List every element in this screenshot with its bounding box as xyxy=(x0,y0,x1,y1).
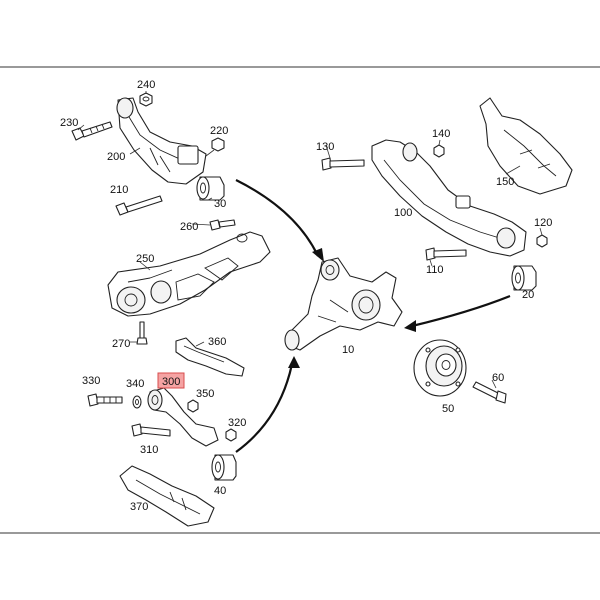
nut-120 xyxy=(536,234,548,248)
bolt-210 xyxy=(115,195,163,216)
label-100[interactable]: 100 xyxy=(394,207,412,219)
upper-control-arm-200 xyxy=(116,97,207,185)
highlight-box-300 xyxy=(157,372,185,389)
label-20[interactable]: 20 xyxy=(522,289,534,301)
washer-340 xyxy=(132,395,142,409)
label-120[interactable]: 120 xyxy=(534,217,552,229)
label-240[interactable]: 240 xyxy=(137,79,155,91)
trailing-arm-100 xyxy=(371,139,527,257)
label-220[interactable]: 220 xyxy=(210,125,228,137)
label-30[interactable]: 30 xyxy=(214,198,226,210)
bushing-30 xyxy=(196,176,225,201)
label-150[interactable]: 150 xyxy=(496,176,514,188)
label-270[interactable]: 270 xyxy=(112,338,130,350)
bushing-20 xyxy=(511,265,537,291)
label-210[interactable]: 210 xyxy=(110,184,128,196)
nut-320 xyxy=(225,428,237,442)
assembly-arrows xyxy=(235,179,511,453)
bolt-130 xyxy=(321,157,365,171)
link-arm-300 xyxy=(147,387,219,447)
label-140[interactable]: 140 xyxy=(432,128,450,140)
label-130[interactable]: 130 xyxy=(316,141,334,153)
bushing-40 xyxy=(211,454,237,481)
label-230[interactable]: 230 xyxy=(60,117,78,129)
bolt-60 xyxy=(472,381,507,404)
nut-240 xyxy=(139,92,153,107)
label-320[interactable]: 320 xyxy=(228,417,246,429)
label-10[interactable]: 10 xyxy=(342,344,354,356)
label-350[interactable]: 350 xyxy=(196,388,214,400)
bolt-110 xyxy=(425,247,467,261)
nut-350 xyxy=(187,399,199,413)
label-250[interactable]: 250 xyxy=(136,253,154,265)
label-200[interactable]: 200 xyxy=(107,151,125,163)
label-260[interactable]: 260 xyxy=(180,221,198,233)
label-50[interactable]: 50 xyxy=(442,403,454,415)
bolt-310 xyxy=(131,423,171,437)
label-310[interactable]: 310 xyxy=(140,444,158,456)
label-360[interactable]: 360 xyxy=(208,336,226,348)
label-300[interactable]: 300 xyxy=(162,376,180,388)
label-110[interactable]: 110 xyxy=(426,264,444,276)
wheel-carrier-10 xyxy=(284,257,403,351)
label-40[interactable]: 40 xyxy=(214,485,226,497)
bolt-260 xyxy=(209,219,236,231)
lower-spring-arm-250 xyxy=(107,231,271,317)
label-340[interactable]: 340 xyxy=(126,378,144,390)
part-labels: 240 230 220 200 210 30 260 250 270 360 3… xyxy=(60,79,552,513)
bolt-230 xyxy=(71,121,113,141)
nut-220 xyxy=(211,137,225,152)
label-330[interactable]: 330 xyxy=(82,375,100,387)
label-370[interactable]: 370 xyxy=(130,501,148,513)
label-60[interactable]: 60 xyxy=(492,372,504,384)
bracket-150 xyxy=(479,97,573,195)
leader-lines xyxy=(77,91,543,389)
nut-140 xyxy=(433,144,445,158)
bolt-270 xyxy=(136,321,148,345)
wheel-hub-50 xyxy=(413,339,467,397)
bolt-330 xyxy=(87,393,123,407)
bracket-370 xyxy=(119,465,215,527)
bracket-360 xyxy=(175,337,245,377)
